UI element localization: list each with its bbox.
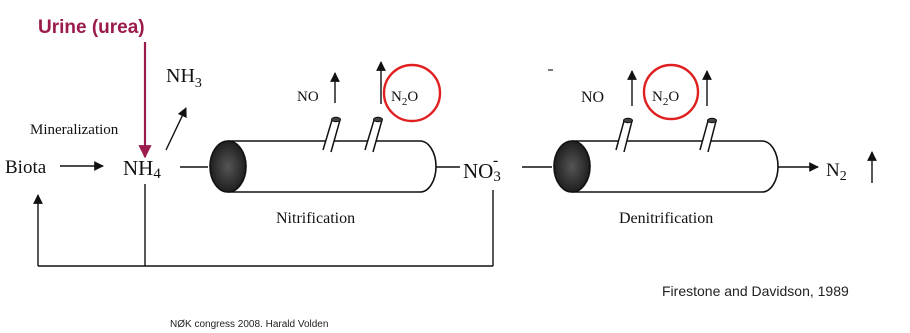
nitrification-n2o-label: N2O — [391, 89, 418, 108]
urine-callout: Urine (urea) — [38, 17, 145, 38]
denitrification-tube — [553, 117, 779, 193]
denitrification-n2o-highlight — [642, 63, 700, 121]
no3-label: NO3- — [463, 152, 501, 185]
footer-text: NØK congress 2008. Harald Volden — [170, 319, 328, 330]
nitrification-tube — [209, 116, 437, 193]
denitrification-n2o-label: N2O — [652, 89, 679, 108]
volatilization-arrow — [165, 107, 187, 151]
nitrification-no-label: NO — [297, 89, 319, 105]
biota-label: Biota — [5, 157, 47, 178]
nitrification-n2o-highlight — [382, 63, 442, 123]
mineralization-label: Mineralization — [30, 122, 119, 138]
nh3-label: NH3 — [166, 65, 202, 91]
nh4-label: NH4 — [123, 156, 161, 182]
nitrification-label: Nitrification — [276, 210, 355, 227]
citation: Firestone and Davidson, 1989 — [662, 283, 849, 299]
feedback-loop — [33, 184, 494, 267]
n2-label: N2 — [826, 160, 847, 184]
denitrification-no-label: NO — [581, 89, 604, 106]
denitrification-label: Denitrification — [619, 210, 713, 227]
